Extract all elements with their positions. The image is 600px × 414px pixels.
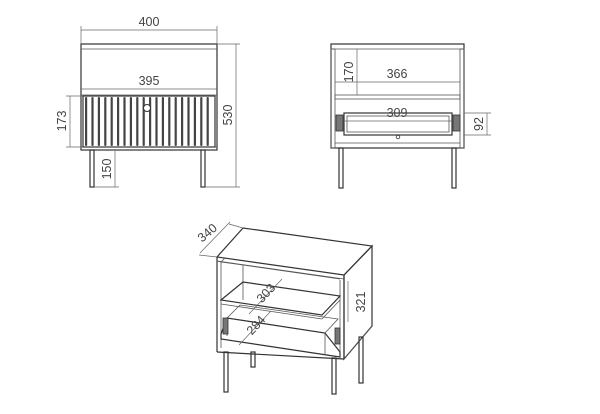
drawer-flute-groove: [155, 97, 158, 146]
iso-right-runner: [334, 327, 341, 345]
front-cabinet-body: [80, 43, 218, 151]
front-view: 400 395 530 173 150: [55, 15, 240, 188]
dim-340-ext-back: [228, 223, 244, 229]
drawer-flute-groove: [206, 97, 209, 146]
section-drawer-inner: [346, 115, 450, 133]
iso-drawer-front: [220, 317, 341, 358]
iso-front-left-leg: [223, 351, 229, 393]
section-right-runner: [452, 114, 461, 132]
drawer-flute-groove: [187, 97, 190, 146]
dim-340-line: [199, 221, 231, 254]
section-right-leg: [451, 147, 457, 189]
dim-309-label: 309: [387, 106, 408, 120]
drawer-flute-groove: [117, 97, 120, 146]
front-right-leg: [200, 149, 206, 188]
dim-303-line: [248, 278, 283, 315]
drawer-flute-groove: [110, 97, 113, 146]
drawer-flute-groove: [181, 97, 184, 146]
dim-321-label: 321: [354, 292, 368, 313]
iso-bottom-front: [216, 351, 345, 360]
iso-shelf-front-thickness: [220, 303, 323, 320]
drawer-flute-groove: [161, 97, 164, 146]
iso-shelf-side-thickness: [321, 299, 341, 320]
dim-284-line: [238, 310, 272, 346]
front-left-leg: [89, 149, 95, 188]
iso-bottom-side: [343, 325, 373, 360]
section-view: 170 366 309 92: [330, 43, 491, 189]
drawer-flute-groove: [193, 97, 196, 146]
drawer-flute-groove: [85, 97, 88, 146]
drawer-flute-groove: [174, 97, 177, 146]
dim-395-label: 395: [139, 74, 160, 88]
dim-173-label: 173: [55, 111, 69, 132]
iso-back-left-leg: [250, 351, 256, 368]
dim-340-ext-front: [198, 254, 218, 258]
dim-400-label: 400: [139, 15, 160, 29]
dim-170-label: 170: [342, 62, 356, 83]
iso-top-surface: [215, 227, 374, 276]
section-left-leg: [338, 147, 344, 189]
iso-left-side-inner-top: [220, 257, 226, 263]
dim-530-label: 530: [221, 105, 235, 126]
drawer-flute-groove: [142, 97, 145, 146]
section-right-side: [459, 48, 465, 149]
iso-shelf: [219, 281, 342, 316]
drawer-flute-groove: [91, 97, 94, 146]
dim-150-label: 150: [100, 159, 114, 180]
drawer-knob: [143, 104, 151, 112]
drawer-flute-groove: [136, 97, 139, 146]
iso-left-runner: [222, 317, 229, 335]
isometric-view: 340 303 284 321: [195, 221, 374, 395]
section-left-side: [330, 48, 336, 149]
section-drawer-latch: [395, 134, 401, 140]
iso-front-right-leg: [331, 357, 337, 395]
dim-284-label: 284: [244, 313, 268, 338]
iso-left-side-top-edge: [216, 260, 222, 263]
dim-366-label: 366: [387, 67, 408, 81]
section-left-runner: [335, 114, 344, 132]
front-drawer-face: [82, 95, 216, 148]
iso-back-right-leg: [358, 336, 364, 384]
drawer-flute-groove: [168, 97, 171, 146]
dim-92-label: 92: [472, 117, 486, 131]
dim-340-label: 340: [195, 221, 220, 245]
iso-interior-back-top: [242, 264, 341, 280]
drawer-flute-groove: [104, 97, 107, 146]
iso-interior-back-wall: [220, 261, 244, 300]
drawer-flute-groove: [129, 97, 132, 146]
drawer-flute-groove: [97, 97, 100, 146]
drawer-flute-groove: [200, 97, 203, 146]
section-shelf: [334, 94, 461, 100]
drawer-flute-groove: [149, 97, 152, 146]
drawer-flute-groove: [123, 97, 126, 146]
